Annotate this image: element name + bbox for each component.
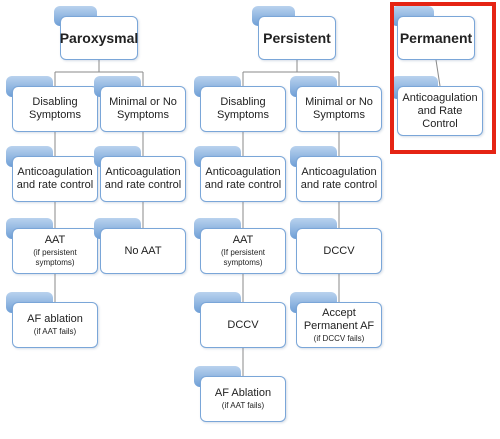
step-paroxysmal-disabling-2-note: (if AAT fails) bbox=[33, 327, 77, 336]
step-paroxysmal-minimal-0-label: Anticoagulation and rate control bbox=[104, 166, 182, 191]
step-persistent-minimal-1-label: DCCV bbox=[323, 244, 355, 257]
branch-paroxysmal-minimal: Minimal or No Symptoms bbox=[100, 86, 186, 132]
step-persistent-disabling-0: Anticoagulation and rate control bbox=[200, 156, 286, 202]
step-paroxysmal-disabling-1: AAT (if persistent symptoms) bbox=[12, 228, 98, 274]
step-paroxysmal-disabling-1-label: AAT bbox=[44, 234, 66, 246]
step-paroxysmal-disabling-2: AF ablation (if AAT fails) bbox=[12, 302, 98, 348]
branch-paroxysmal-minimal-label: Minimal or No Symptoms bbox=[109, 96, 177, 121]
step-persistent-disabling-3-label: AF Ablation bbox=[214, 387, 272, 399]
step-persistent-minimal-0-label: Anticoagulation and rate control bbox=[300, 166, 378, 191]
column-header-paroxysmal: Paroxysmal bbox=[60, 16, 138, 60]
step-persistent-disabling-1-note: (If persistent symptoms) bbox=[220, 248, 265, 267]
step-persistent-disabling-1: AAT (If persistent symptoms) bbox=[200, 228, 286, 274]
step-paroxysmal-disabling-2-label: AF ablation bbox=[27, 313, 83, 325]
branch-persistent-minimal: Minimal or No Symptoms bbox=[296, 86, 382, 132]
step-paroxysmal-minimal-1-label: No AAT bbox=[124, 244, 162, 257]
step-persistent-minimal-2-note: (if DCCV fails) bbox=[313, 333, 365, 343]
step-persistent-disabling-3-note: (if AAT fails) bbox=[221, 401, 265, 410]
column-header-persistent-label: Persistent bbox=[263, 30, 331, 46]
branch-paroxysmal-disabling: Disabling Symptoms bbox=[12, 86, 98, 132]
step-persistent-disabling-3: AF Ablation (if AAT fails) bbox=[200, 376, 286, 422]
branch-persistent-minimal-label: Minimal or No Symptoms bbox=[305, 96, 373, 121]
step-persistent-minimal-2-label: Accept Permanent AF bbox=[303, 306, 375, 332]
step-paroxysmal-disabling-0-label: Anticoagulation and rate control bbox=[16, 166, 94, 191]
step-persistent-minimal-2: Accept Permanent AF(if DCCV fails) bbox=[296, 302, 382, 348]
column-header-paroxysmal-label: Paroxysmal bbox=[59, 30, 139, 46]
step-persistent-minimal-1: DCCV bbox=[296, 228, 382, 274]
step-paroxysmal-minimal-1: No AAT bbox=[100, 228, 186, 274]
column-header-persistent: Persistent bbox=[258, 16, 336, 60]
branch-persistent-disabling: Disabling Symptoms bbox=[200, 86, 286, 132]
step-persistent-disabling-1-label: AAT bbox=[232, 234, 254, 246]
branch-paroxysmal-disabling-label: Disabling Symptoms bbox=[29, 96, 81, 121]
step-paroxysmal-minimal-0: Anticoagulation and rate control bbox=[100, 156, 186, 202]
step-persistent-disabling-0-label: Anticoagulation and rate control bbox=[204, 166, 282, 191]
column-header-permanent-label: Permanent bbox=[399, 30, 473, 46]
step-persistent-disabling-2: DCCV bbox=[200, 302, 286, 348]
step-paroxysmal-disabling-0: Anticoagulation and rate control bbox=[12, 156, 98, 202]
branch-permanent-only-label: Anticoagulation and Rate Control bbox=[402, 91, 478, 130]
column-header-permanent: Permanent bbox=[397, 16, 475, 60]
branch-permanent-only: Anticoagulation and Rate Control bbox=[397, 86, 483, 136]
branch-persistent-disabling-label: Disabling Symptoms bbox=[217, 96, 269, 121]
step-persistent-minimal-0: Anticoagulation and rate control bbox=[296, 156, 382, 202]
step-persistent-disabling-2-label: DCCV bbox=[227, 318, 259, 331]
step-paroxysmal-disabling-1-note: (if persistent symptoms) bbox=[33, 248, 77, 267]
connector-permanent-single bbox=[435, 59, 441, 87]
